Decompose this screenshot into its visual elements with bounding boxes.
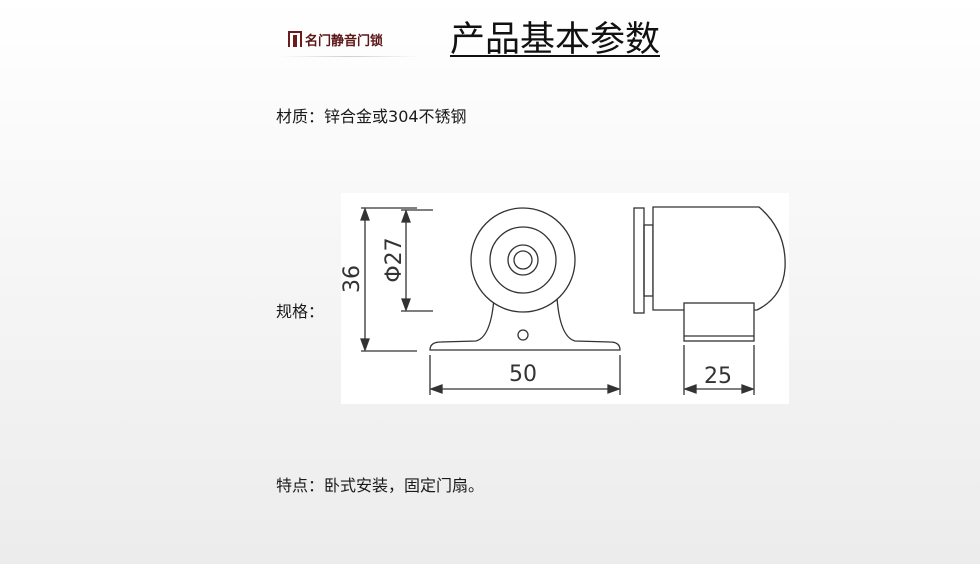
feature-label: 特点： [276, 476, 325, 495]
dim-label-depth: 25 [704, 364, 732, 389]
dim-label-height: 36 [341, 265, 365, 293]
dim-arrow-width-left [429, 384, 443, 394]
mounting-hole [517, 329, 529, 341]
technical-drawing: 36 Φ27 50 25 [341, 193, 789, 404]
feature-value: 卧式安装，固定门扇。 [324, 476, 485, 495]
technical-drawing-svg: 36 Φ27 50 25 [341, 206, 786, 395]
material-row: 材质：锌合金或304不锈钢 [276, 106, 467, 128]
side-foot [683, 302, 755, 342]
dim-arrow-width-right [607, 384, 621, 394]
brand-name: 名门静音门锁 [305, 33, 384, 49]
logo-divider [280, 56, 420, 57]
dim-arrow-diameter-top [401, 209, 411, 223]
brand-logo: 名门静音门锁 [288, 26, 406, 52]
front-mid-circle [489, 226, 557, 294]
dim-arrow-depth-right [741, 384, 755, 394]
dim-arrow-depth-left [683, 384, 697, 394]
dim-label-width: 50 [509, 362, 537, 387]
dim-label-diameter: Φ27 [382, 237, 407, 282]
feature-row: 特点：卧式安装，固定门扇。 [276, 475, 484, 497]
front-core-circle [513, 250, 533, 270]
side-neck [643, 224, 654, 297]
side-body [652, 206, 786, 311]
side-mount-plate [633, 207, 645, 314]
dim-arrow-height-bottom [360, 338, 370, 352]
material-label: 材质： [276, 107, 325, 126]
front-inner-circle [507, 244, 539, 276]
dim-arrow-diameter-bottom [401, 298, 411, 312]
front-outer-circle [470, 207, 576, 313]
brand-logo-icon [288, 31, 302, 47]
page-title: 产品基本参数 [450, 20, 661, 60]
dim-arrow-height-top [360, 207, 370, 221]
spec-label: 规格： [276, 302, 325, 321]
material-value: 锌合金或304不锈钢 [324, 107, 467, 126]
